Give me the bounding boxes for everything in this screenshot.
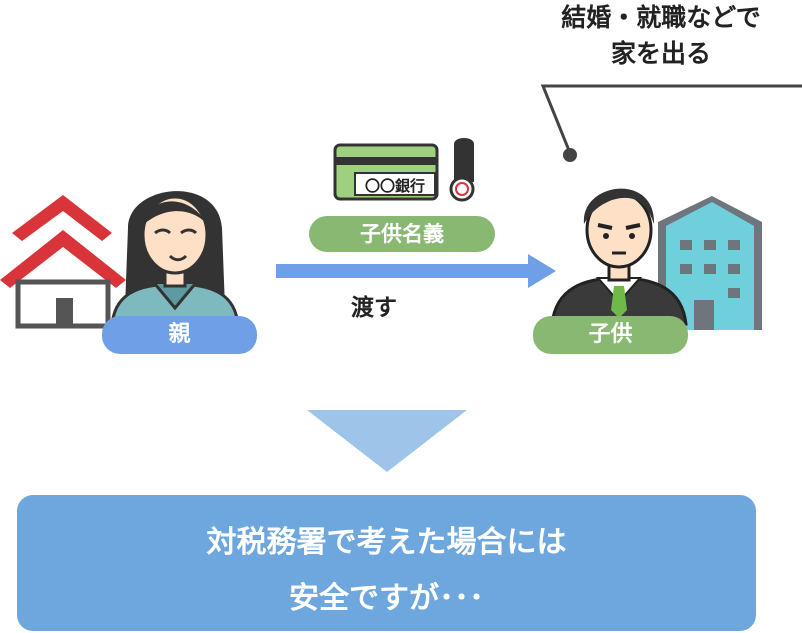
bank-name-text: 〇〇銀行 [365, 177, 425, 195]
child-name-account-label: 子供名義 [309, 216, 495, 252]
building-icon [658, 196, 762, 330]
seal-stamp-icon [449, 138, 475, 202]
parent-label: 親 [102, 316, 257, 354]
conclusion-line-1: 対税務署で考えた場合には [206, 525, 567, 560]
house-icon [0, 195, 126, 329]
conclusion-line-2: 安全ですが･･･ [289, 581, 484, 616]
conclusion-banner: 対税務署で考えた場合には 安全ですが･･･ [17, 495, 756, 631]
mother-icon [110, 191, 240, 328]
transfer-label: 渡す [351, 295, 397, 321]
child-label: 子供 [533, 316, 688, 354]
move-out-caption: 結婚・就職などで 家を出る [520, 0, 802, 72]
transfer-arrow-icon [276, 254, 556, 288]
son-icon [550, 188, 688, 326]
down-arrow-icon [307, 410, 467, 472]
caption-line-2: 家を出る [610, 39, 711, 68]
caption-line-1: 結婚・就職などで [561, 3, 761, 32]
passbook-icon: 〇〇銀行 [333, 143, 439, 201]
